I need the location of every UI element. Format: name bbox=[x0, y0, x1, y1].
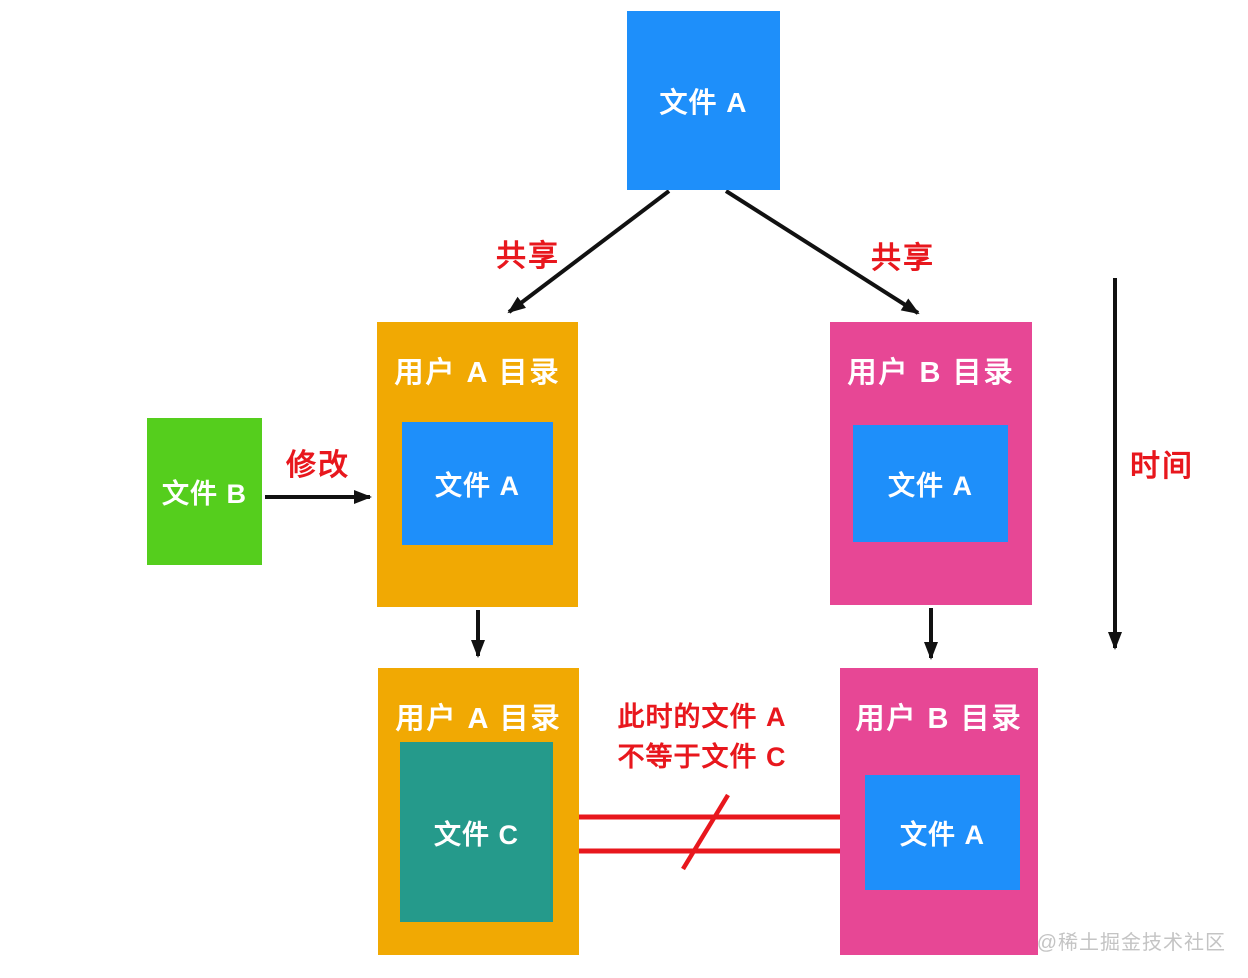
user-a-directory-mid: 用户 A 目录 文件 A bbox=[377, 322, 578, 607]
user-a-directory-mid-title: 用户 A 目录 bbox=[394, 357, 561, 389]
file-b-box: 文件 B bbox=[147, 418, 262, 565]
user-a-directory-bottom: 用户 A 目录 文件 C bbox=[378, 668, 579, 955]
not-equal-slash bbox=[681, 793, 730, 871]
user-b-directory-mid: 用户 B 目录 文件 A bbox=[830, 322, 1032, 605]
share-label-right: 共享 bbox=[871, 242, 935, 275]
share-label-left: 共享 bbox=[496, 240, 560, 273]
file-a-in-dir-a-mid: 文件 A bbox=[402, 422, 553, 545]
not-equal-note-line2: 不等于文件 C bbox=[617, 742, 787, 772]
watermark: @稀土掘金技术社区 bbox=[1036, 932, 1226, 954]
file-a-in-dir-b-bottom-label: 文件 A bbox=[900, 820, 985, 850]
file-a-in-dir-b-bottom: 文件 A bbox=[865, 775, 1020, 890]
not-equal-note: 此时的文件 A 不等于文件 C bbox=[618, 697, 787, 777]
file-a-in-dir-b-mid-label: 文件 A bbox=[888, 471, 973, 501]
file-a-source-box: 文件 A bbox=[627, 11, 780, 190]
file-a-in-dir-a-mid-label: 文件 A bbox=[435, 471, 520, 501]
user-b-directory-mid-title: 用户 B 目录 bbox=[847, 357, 1015, 389]
user-a-directory-bottom-title: 用户 A 目录 bbox=[395, 703, 562, 735]
user-b-directory-bottom-title: 用户 B 目录 bbox=[855, 703, 1023, 735]
not-equal-note-line1: 此时的文件 A bbox=[617, 702, 787, 732]
file-a-source-label: 文件 A bbox=[659, 86, 748, 118]
modify-label: 修改 bbox=[286, 449, 350, 482]
file-c-in-dir-a-bottom: 文件 C bbox=[400, 742, 553, 922]
user-b-directory-bottom: 用户 B 目录 文件 A bbox=[840, 668, 1038, 955]
file-b-label: 文件 B bbox=[162, 479, 247, 509]
file-c-in-dir-a-bottom-label: 文件 C bbox=[434, 819, 519, 850]
file-a-in-dir-b-mid: 文件 A bbox=[853, 425, 1008, 542]
time-label: 时间 bbox=[1130, 450, 1194, 483]
